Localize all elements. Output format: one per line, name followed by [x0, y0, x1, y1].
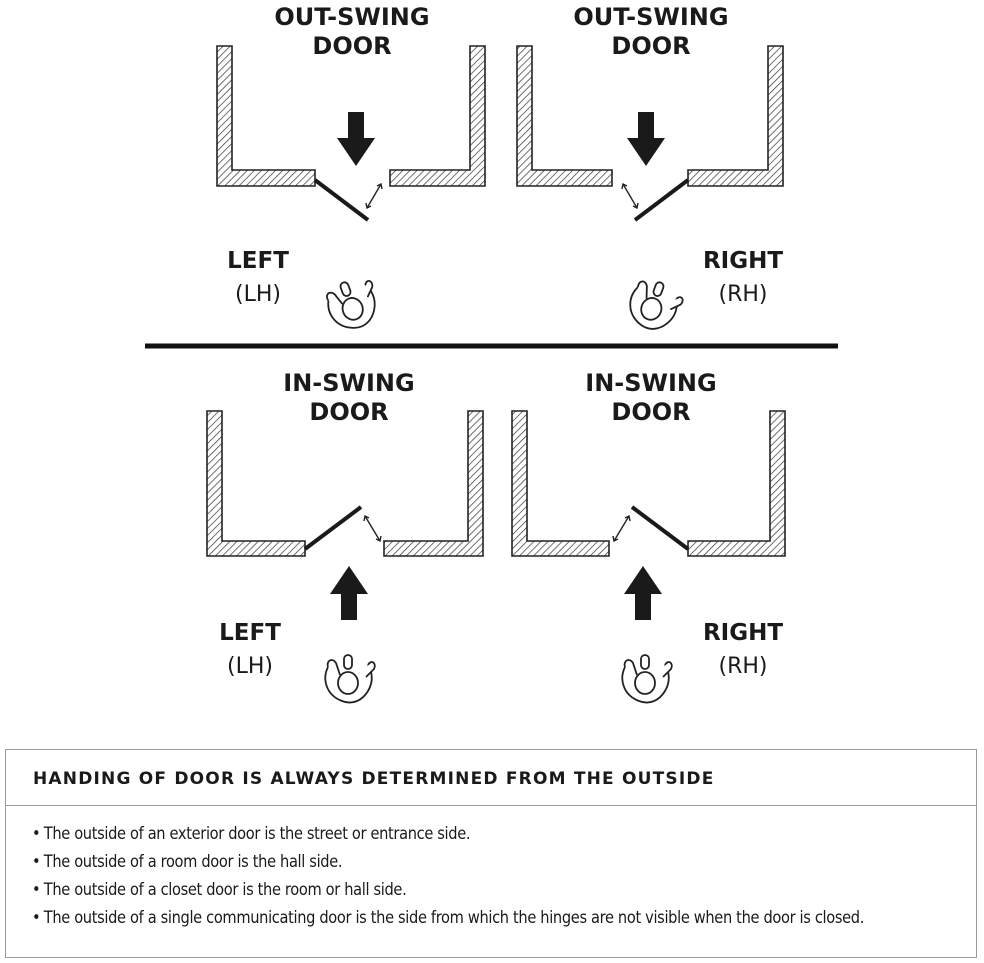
handing-label: RIGHT: [703, 248, 783, 274]
wall-left: [511, 410, 610, 557]
wall-left: [206, 410, 306, 557]
panel-inswing-right: IN-SWING DOOR RIGHT (RH): [511, 369, 786, 704]
info-item-text: The outside of a single communicating do…: [43, 908, 865, 928]
info-item-text: The outside of a room door is the hall s…: [43, 852, 343, 872]
info-item-text: The outside of a closet door is the room…: [43, 880, 407, 900]
handing-info-box: HANDING OF DOOR IS ALWAYS DETERMINED FRO…: [5, 749, 977, 958]
info-item-text: The outside of an exterior door is the s…: [43, 824, 471, 844]
swing-indicator-icon: [621, 182, 639, 210]
info-heading: HANDING OF DOOR IS ALWAYS DETERMINED FRO…: [6, 750, 976, 806]
wall-left: [516, 45, 613, 187]
panel-title-line2: DOOR: [312, 32, 391, 60]
person-icon: [324, 654, 376, 704]
panel-title-line1: IN-SWING: [283, 369, 414, 397]
person-icon: [621, 654, 673, 704]
panel-outswing-right: OUT-SWING DOOR RIGHT (RH): [516, 3, 784, 338]
door-leaf: [313, 178, 370, 222]
info-list-item: •The outside of a single communicating d…: [32, 908, 865, 928]
handing-code: (RH): [719, 654, 768, 679]
door-leaf: [630, 505, 690, 551]
handing-label: LEFT: [227, 248, 289, 274]
swing-indicator-icon: [612, 514, 631, 543]
inswing-arrow-icon: [624, 566, 662, 620]
panel-title-line2: DOOR: [611, 398, 690, 426]
door-leaf: [633, 178, 690, 222]
wall-right: [687, 45, 784, 187]
door-handing-diagram: OUT-SWING DOOR LEFT (LH) OUT-SWING DOOR …: [145, 3, 838, 704]
panel-outswing-left: OUT-SWING DOOR LEFT (LH): [216, 3, 486, 336]
panel-inswing-left: IN-SWING DOOR LEFT (LH): [206, 369, 484, 704]
inswing-arrow-icon: [330, 566, 368, 620]
handing-code: (LH): [227, 654, 273, 679]
panel-title-line2: DOOR: [309, 398, 388, 426]
outswing-arrow-icon: [337, 112, 375, 166]
panel-title-line1: OUT-SWING: [274, 3, 429, 31]
wall-right: [383, 410, 484, 557]
info-list-item: •The outside of an exterior door is the …: [32, 824, 471, 844]
info-list-item: •The outside of a closet door is the roo…: [32, 880, 407, 900]
handing-code: (RH): [719, 282, 768, 307]
person-icon: [622, 273, 687, 338]
info-list-item: •The outside of a room door is the hall …: [32, 852, 343, 872]
panel-title-line1: IN-SWING: [585, 369, 716, 397]
door-leaf: [303, 505, 363, 551]
swing-indicator-icon: [365, 182, 383, 210]
panel-title-line1: OUT-SWING: [573, 3, 728, 31]
handing-label: RIGHT: [703, 620, 783, 646]
info-list: •The outside of an exterior door is the …: [6, 806, 976, 932]
handing-code: (LH): [235, 282, 281, 307]
swing-indicator-icon: [363, 514, 382, 543]
handing-label: LEFT: [219, 620, 281, 646]
wall-left: [216, 45, 316, 187]
panel-title-line2: DOOR: [611, 32, 690, 60]
wall-right: [687, 410, 786, 557]
outswing-arrow-icon: [627, 112, 665, 166]
wall-right: [389, 45, 486, 187]
person-icon: [320, 272, 386, 336]
